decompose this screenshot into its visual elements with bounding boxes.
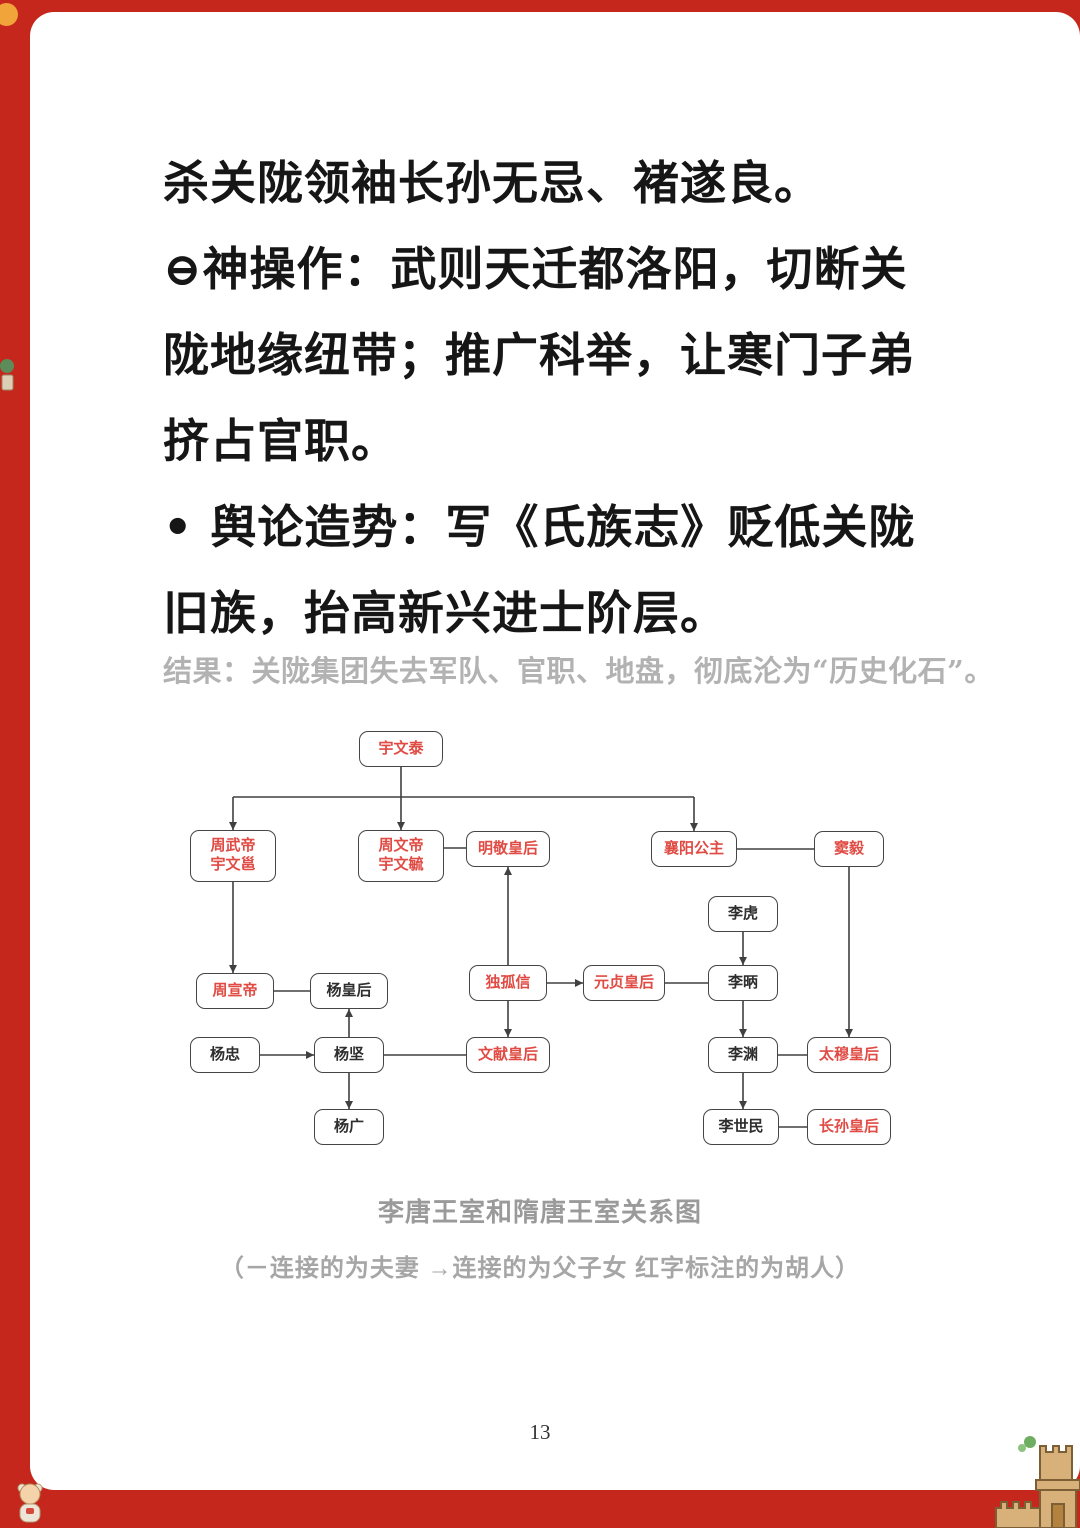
diagram-edges — [229, 767, 853, 1128]
body-text-line: 挤占官职。 — [163, 414, 398, 468]
diagram-node-taimu-empress: 太穆皇后 — [807, 1037, 891, 1073]
page-number: 13 — [529, 1420, 551, 1444]
diagram-node-xiangyang-princess: 襄阳公主 — [651, 831, 737, 867]
diagram-node-yuwentai: 宇文泰 — [359, 731, 443, 767]
orange-dot-decoration — [0, 3, 18, 26]
diagram-node-li-hu: 李虎 — [708, 896, 778, 932]
diagram-node-zhangsun-empress: 长孙皇后 — [807, 1109, 891, 1145]
great-wall-illustration — [995, 1436, 1080, 1528]
body-text-line: 杀关陇领袖长孙无忌、褚遂良。 — [163, 156, 821, 210]
diagram-node-zhou-wendi-yuwenyu: 周文帝 宇文毓 — [358, 830, 444, 882]
body-text-line: • 舆论造势：写《氏族志》贬低关陇 — [163, 500, 916, 554]
bottom-left-mascot-illustration — [17, 1483, 43, 1523]
diagram-legend: （－连接的为夫妻 →连接的为父子女 红字标注的为胡人） — [219, 1255, 861, 1282]
diagram-node-zhou-xuandi: 周宣帝 — [196, 973, 274, 1009]
document-page: 杀关陇领袖长孙无忌、褚遂良。 ⊖神操作：武则天迁都洛阳，切断关 陇地缘纽带；推广… — [30, 12, 1080, 1490]
body-text-line: 陇地缘纽带；推广科举，让寒门子弟 — [163, 328, 915, 382]
diagram-node-li-bing: 李昞 — [708, 965, 778, 1001]
left-edge-plant-illustration — [0, 359, 14, 391]
diagram-node-li-shimin: 李世民 — [703, 1109, 779, 1145]
body-text-line: 旧族，抬高新兴进士阶层。 — [163, 586, 727, 640]
diagram-node-dugu-xin: 独孤信 — [469, 965, 547, 1001]
diagram-node-wenxian-empress: 文献皇后 — [466, 1037, 550, 1073]
body-text-line: ⊖神操作：武则天迁都洛阳，切断关 — [163, 242, 908, 296]
diagram-node-yang-guang: 杨广 — [314, 1109, 384, 1145]
family-tree-diagram: 宇文泰周武帝 宇文邕 周文帝 宇文毓明敬皇后 襄阳公主 窦毅李虎周宣帝杨皇后 独孤信元贞… — [150, 715, 950, 1185]
body-text: 杀关陇领袖长孙无忌、褚遂良。 ⊖神操作：武则天迁都洛阳，切断关 陇地缘纽带；推广… — [163, 140, 963, 656]
diagram-node-yang-zhong: 杨忠 — [190, 1037, 260, 1073]
diagram-node-yang-empress: 杨皇后 — [310, 973, 388, 1009]
diagram-node-yang-jian: 杨坚 — [314, 1037, 384, 1073]
diagram-node-li-yuan: 李渊 — [708, 1037, 778, 1073]
result-note: 结果：关陇集团失去军队、官职、地盘，彻底沦为“历史化石”。 — [163, 654, 994, 688]
diagram-node-zhou-wudi-yuwenyong: 周武帝 宇文邕 — [190, 830, 276, 882]
diagram-node-yuanzhen-empress: 元贞皇后 — [583, 965, 665, 1001]
diagram-node-dou-yi: 窦毅 — [814, 831, 884, 867]
diagram-caption: 李唐王室和隋唐王室关系图 — [377, 1197, 702, 1227]
diagram-node-mingjing-empress: 明敬皇后 — [466, 831, 550, 867]
